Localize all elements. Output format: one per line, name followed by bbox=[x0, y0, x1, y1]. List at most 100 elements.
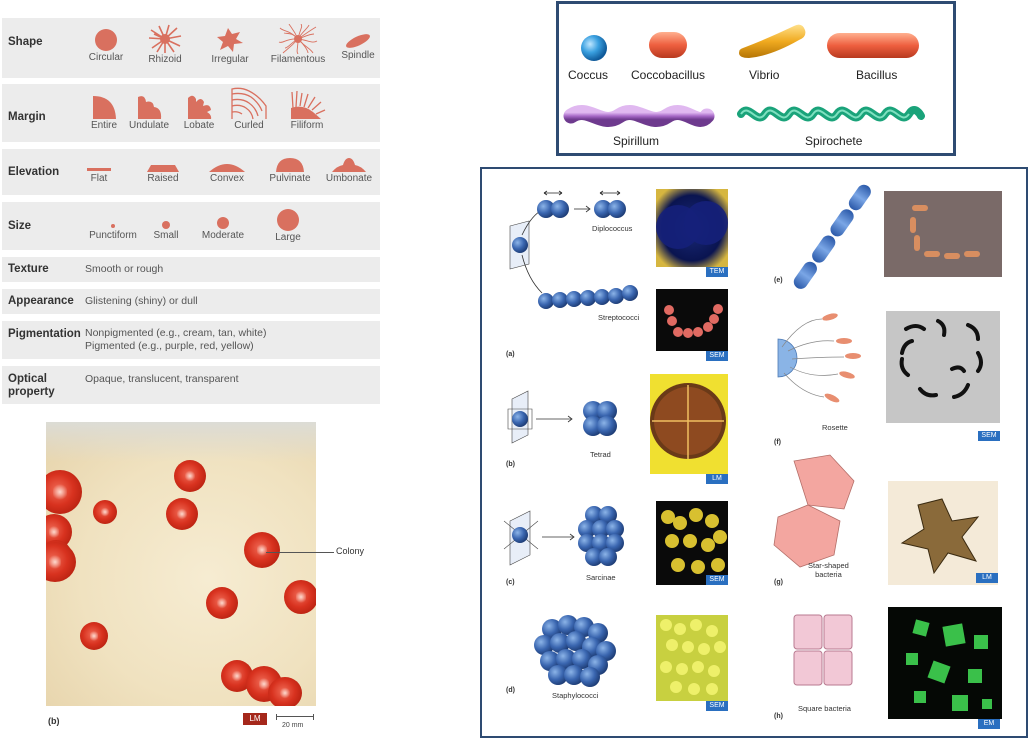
shape-label: Umbonate bbox=[325, 173, 373, 184]
shape-label: Filiform bbox=[290, 120, 324, 131]
panel-letter-f: (f) bbox=[774, 439, 781, 446]
row-label: Texture bbox=[8, 263, 49, 275]
shape-label-coccus: Coccus bbox=[568, 68, 609, 82]
colony bbox=[93, 500, 117, 524]
pulvinate-elevation-icon bbox=[276, 158, 304, 172]
row-shape: Shape Circular Rhizoid Irregular bbox=[2, 18, 380, 78]
elevation-umbonate: Umbonate bbox=[322, 157, 376, 184]
elevation-pulvinate: Pulvinate bbox=[267, 157, 313, 184]
shape-label: Large bbox=[275, 232, 301, 243]
row-text-line: Pigmented (e.g., purple, red, yellow) bbox=[85, 340, 254, 353]
flat-elevation-icon bbox=[87, 168, 111, 171]
shape-irregular: Irregular bbox=[207, 26, 253, 65]
shape-label: Lobate bbox=[183, 120, 215, 131]
label-line: bacteria bbox=[815, 570, 842, 579]
panel-label: (b) bbox=[48, 716, 60, 726]
colony bbox=[46, 470, 82, 514]
row-label: Appearance bbox=[8, 295, 74, 307]
panel-e-drawing bbox=[793, 184, 871, 289]
petri-plate-photo bbox=[46, 422, 316, 706]
label-tetrad: Tetrad bbox=[590, 450, 611, 459]
label-streptococci: Streptococci bbox=[598, 313, 640, 322]
badge-sem: SEM bbox=[978, 431, 1000, 441]
panel-letter-c: (c) bbox=[506, 579, 515, 586]
bacterial-arrangements-panel: Diplococcus Streptococci Tetrad Sarcinae… bbox=[480, 167, 1028, 738]
bacterial-shapes-drawing bbox=[563, 24, 925, 127]
row-elevation: Elevation Flat Raised Convex Pulvinate U… bbox=[2, 149, 380, 195]
panel-letter-a: (a) bbox=[506, 351, 515, 358]
row-pigmentation: Pigmentation Nonpigmented (e.g., cream, … bbox=[2, 321, 380, 359]
shape-label-spirochete: Spirochete bbox=[805, 134, 863, 148]
rhizoid-colony-icon bbox=[148, 24, 182, 53]
size-moderate: Moderate bbox=[200, 216, 246, 241]
lobate-margin-icon bbox=[188, 95, 212, 119]
bacillus-icon bbox=[827, 33, 919, 58]
shape-label: Filamentous bbox=[270, 54, 326, 65]
shape-label: Circular bbox=[88, 52, 124, 63]
label-line: Star-shaped bbox=[808, 561, 849, 570]
label-staphylococci: Staphylococci bbox=[552, 691, 599, 700]
moderate-size-icon bbox=[217, 217, 229, 229]
colony-callout-label: Colony bbox=[336, 546, 365, 556]
panel-letter-d: (d) bbox=[506, 687, 515, 694]
shape-label: Entire bbox=[90, 120, 118, 131]
shape-label-spirillum: Spirillum bbox=[613, 134, 660, 148]
shape-filamentous: Filamentous bbox=[268, 24, 328, 65]
spirochete-highlight bbox=[740, 109, 910, 119]
shape-label: Punctiform bbox=[89, 230, 137, 241]
panel-letter-g: (g) bbox=[774, 579, 783, 586]
badge-tem: TEM bbox=[706, 267, 728, 277]
shape-label: Small bbox=[153, 230, 179, 241]
row-label: Pigmentation bbox=[8, 328, 81, 340]
arrangements-drawing bbox=[503, 184, 1002, 719]
shape-label: Pulvinate bbox=[269, 173, 311, 184]
shape-label: Rhizoid bbox=[148, 54, 182, 65]
row-label: Optical property bbox=[8, 373, 55, 399]
panel-b-drawing bbox=[507, 390, 617, 444]
colony-callout-line bbox=[266, 552, 334, 553]
colony bbox=[46, 542, 76, 582]
colony bbox=[166, 498, 198, 530]
shape-label-bacillus: Bacillus bbox=[856, 68, 898, 82]
panel-d-drawing bbox=[534, 615, 616, 687]
margin-undulate: Undulate bbox=[124, 94, 174, 131]
circular-colony-icon bbox=[95, 29, 117, 51]
margin-filiform: Filiform bbox=[282, 90, 332, 131]
panel-letter-b: (b) bbox=[506, 461, 515, 468]
curled-margin-icon bbox=[231, 87, 267, 120]
spirillum-icon bbox=[563, 105, 715, 127]
margin-curled: Curled bbox=[228, 86, 270, 131]
badge-sem: SEM bbox=[706, 351, 728, 361]
filiform-margin-icon bbox=[291, 90, 326, 119]
punctiform-size-icon bbox=[111, 224, 115, 228]
size-large: Large bbox=[268, 208, 308, 243]
colony bbox=[244, 532, 280, 568]
small-size-icon bbox=[162, 221, 170, 229]
shape-spindle: Spindle bbox=[338, 32, 378, 61]
coccus-icon bbox=[581, 35, 607, 61]
shape-rhizoid: Rhizoid bbox=[142, 24, 188, 65]
row-text: Glistening (shiny) or dull bbox=[85, 295, 198, 307]
row-label: Elevation bbox=[8, 166, 60, 178]
shape-label: Spindle bbox=[341, 50, 375, 61]
size-punctiform: Punctiform bbox=[84, 222, 142, 241]
shape-label: Raised bbox=[147, 173, 179, 184]
row-size: Size Punctiform Small Moderate Large bbox=[2, 202, 380, 250]
elevation-flat: Flat bbox=[82, 165, 116, 184]
badge-sem: SEM bbox=[706, 575, 728, 585]
row-label: Shape bbox=[8, 36, 43, 48]
label-diplococcus: Diplococcus bbox=[592, 224, 633, 233]
margin-entire: Entire bbox=[84, 94, 124, 131]
colony bbox=[80, 622, 108, 650]
shape-label-coccobacillus: Coccobacillus bbox=[631, 68, 706, 82]
row-margin: Margin Entire Undulate Lobate Cur bbox=[2, 84, 380, 142]
row-appearance: Appearance Glistening (shiny) or dull bbox=[2, 289, 380, 314]
vibrio-icon bbox=[739, 24, 806, 59]
panel-letter-h: (h) bbox=[774, 713, 783, 720]
large-size-icon bbox=[277, 209, 299, 231]
irregular-colony-icon bbox=[217, 28, 243, 52]
plate-rim bbox=[46, 422, 316, 462]
label-square-bacteria: Square bacteria bbox=[798, 704, 851, 713]
panel-g-drawing bbox=[773, 454, 855, 568]
undulate-margin-icon bbox=[138, 96, 162, 119]
